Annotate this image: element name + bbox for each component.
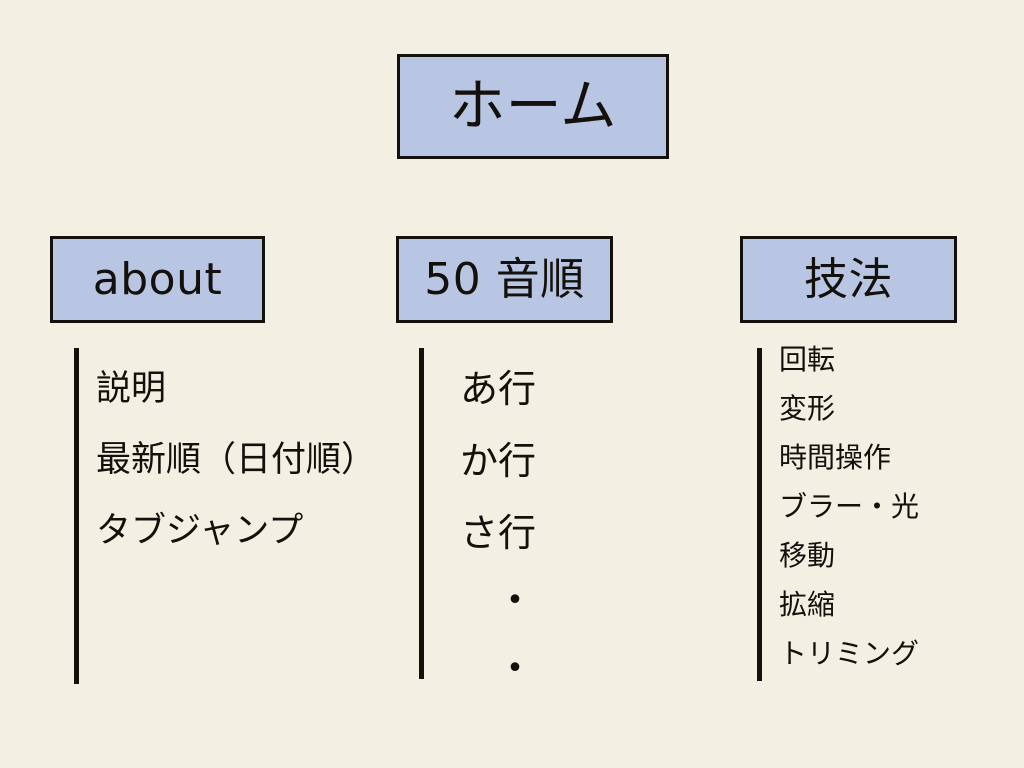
list-item[interactable]: ブラー・光: [779, 490, 920, 523]
root-node-label: ホーム: [449, 73, 617, 139]
list-item[interactable]: さ行: [460, 511, 537, 555]
list-item[interactable]: トリミング: [779, 637, 920, 670]
branch-node-about-label: about: [92, 253, 223, 305]
list-item[interactable]: 変形: [779, 392, 836, 425]
list-item[interactable]: か行: [460, 439, 537, 483]
ellipsis-dot: •: [506, 583, 524, 618]
list-item[interactable]: 移動: [779, 539, 836, 572]
leaf-list-gojuon: あ行 か行 さ行 • •: [460, 370, 570, 722]
branch-node-about[interactable]: about: [50, 236, 265, 323]
branch-rule-giho: [757, 348, 762, 681]
list-item[interactable]: 拡縮: [779, 588, 836, 621]
branch-node-gojuon[interactable]: 50 音順: [396, 236, 613, 323]
root-node-home[interactable]: ホーム: [397, 54, 669, 159]
ellipsis-dot: •: [506, 651, 524, 686]
list-item[interactable]: 回転: [779, 343, 836, 376]
list-item[interactable]: タブジャンプ: [96, 511, 304, 551]
branch-rule-about: [74, 348, 79, 684]
list-item[interactable]: 時間操作: [779, 441, 892, 474]
branch-node-giho-label: 技法: [804, 253, 893, 305]
list-item[interactable]: 最新順（日付順）: [96, 440, 377, 480]
list-item[interactable]: あ行: [460, 367, 537, 411]
branch-node-giho[interactable]: 技法: [740, 236, 957, 323]
leaf-list-about: 説明 最新順（日付順） タブジャンプ: [96, 372, 376, 585]
branch-node-gojuon-label: 50 音順: [424, 253, 585, 305]
branch-rule-gojuon: [419, 348, 424, 679]
leaf-list-giho: 回転 変形 時間操作 ブラー・光 移動 拡縮 トリミング: [779, 346, 919, 689]
list-item[interactable]: 説明: [96, 369, 167, 409]
